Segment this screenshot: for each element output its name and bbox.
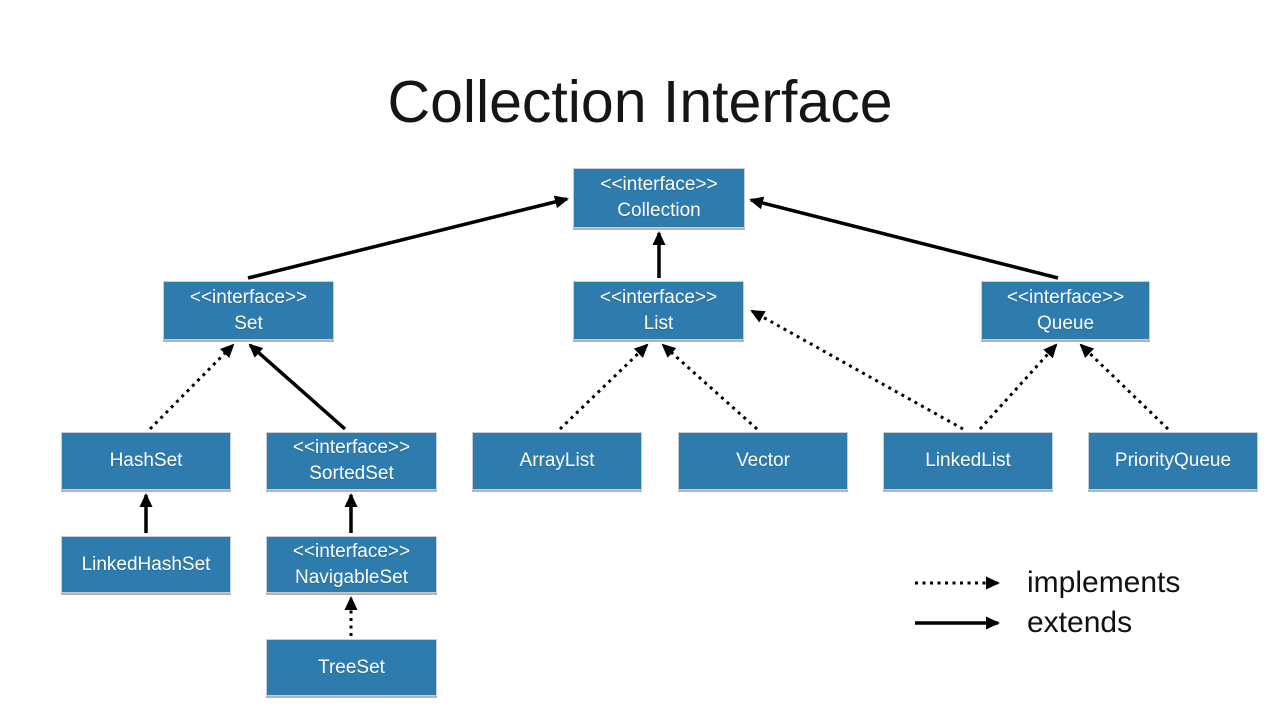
node-label: Collection bbox=[617, 200, 701, 221]
node-collection: <<interface>> Collection bbox=[573, 168, 745, 228]
node-label: <<interface>> bbox=[1006, 286, 1125, 308]
node-navigableset: <<interface>> NavigableSet bbox=[266, 536, 437, 593]
node-linkedlist: LinkedList bbox=[883, 432, 1053, 490]
node-sortedset: <<interface>> SortedSet bbox=[266, 432, 437, 490]
node-label: Queue bbox=[1036, 312, 1095, 334]
node-label: <<interface>> bbox=[600, 174, 718, 195]
node-hashset: HashSet bbox=[61, 432, 231, 490]
edge-set-extends-collection bbox=[247, 195, 569, 280]
node-linkedhashset: LinkedHashSet bbox=[61, 536, 231, 593]
node-label: <<interface>> bbox=[189, 286, 308, 308]
node-treeset: TreeSet bbox=[266, 639, 437, 696]
node-label: LinkedList bbox=[925, 450, 1011, 471]
extends-arrow-icon bbox=[915, 616, 1000, 630]
legend-row-implements: implements bbox=[912, 563, 1180, 603]
node-label: <<interface>> bbox=[292, 437, 411, 458]
legend-extends-label: extends bbox=[1027, 606, 1133, 639]
node-priorityqueue: PriorityQueue bbox=[1088, 432, 1258, 490]
legend: implements extends bbox=[912, 563, 1180, 643]
edge-arraylist-implements-list bbox=[558, 343, 649, 431]
node-label: <<interface>> bbox=[292, 540, 411, 562]
node-label: <<interface>> bbox=[599, 286, 718, 308]
edge-hashset-implements-set bbox=[148, 343, 235, 431]
node-label: Vector bbox=[736, 450, 790, 471]
edge-linkedlist-implements-list bbox=[750, 309, 964, 431]
legend-row-extends: extends bbox=[912, 603, 1180, 643]
edge-linkedlist-implements-queue bbox=[978, 343, 1058, 431]
node-label: Set bbox=[234, 312, 263, 334]
node-list: <<interface>> List bbox=[573, 281, 744, 340]
node-vector: Vector bbox=[678, 432, 848, 490]
node-set: <<interface>> Set bbox=[163, 281, 334, 340]
node-label: PriorityQueue bbox=[1114, 450, 1232, 471]
page-title: Collection Interface bbox=[387, 69, 893, 135]
legend-implements-label: implements bbox=[1027, 566, 1181, 599]
node-label: ArrayList bbox=[519, 450, 595, 471]
node-label: List bbox=[643, 312, 674, 334]
implements-arrow-icon bbox=[915, 576, 1000, 590]
node-label: HashSet bbox=[109, 450, 183, 471]
node-label: NavigableSet bbox=[294, 566, 409, 588]
node-label: SortedSet bbox=[309, 463, 394, 484]
node-arraylist: ArrayList bbox=[472, 432, 642, 490]
edge-priorityqueue-implements-queue bbox=[1079, 343, 1170, 431]
node-label: LinkedHashSet bbox=[81, 553, 211, 575]
node-queue: <<interface>> Queue bbox=[981, 281, 1150, 340]
edge-sortedset-extends-set bbox=[248, 343, 347, 431]
edge-vector-implements-list bbox=[661, 343, 758, 431]
edge-queue-extends-collection bbox=[749, 196, 1059, 280]
node-label: TreeSet bbox=[318, 656, 385, 678]
